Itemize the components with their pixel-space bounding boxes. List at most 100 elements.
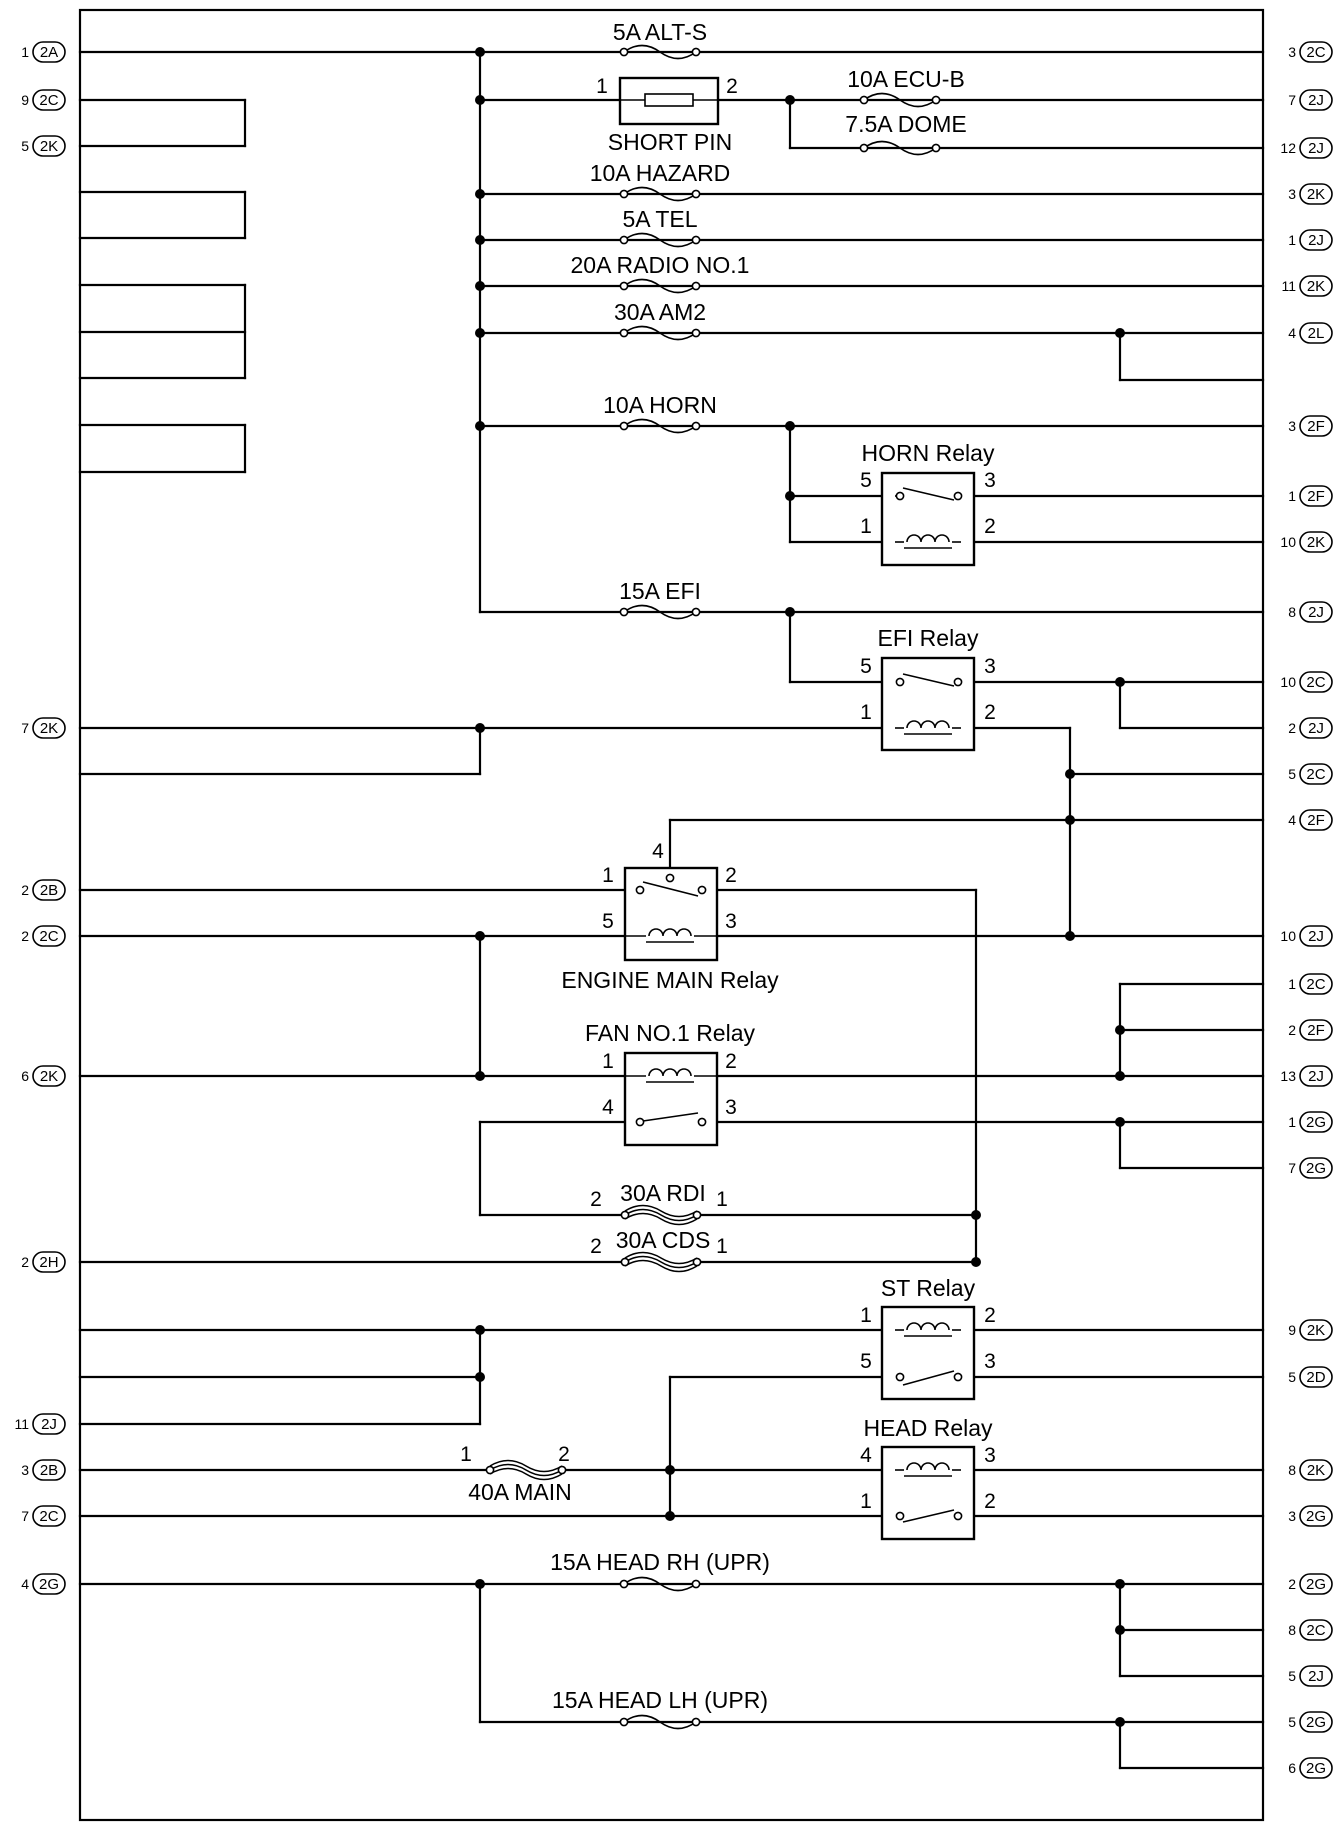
connector-pin-number: 3 — [1288, 186, 1296, 202]
connector-code: 2K — [40, 1068, 58, 1085]
connector-badge — [1299, 973, 1333, 995]
connector-code: 2G — [1306, 1576, 1326, 1593]
connector-badge — [32, 1251, 66, 1273]
connector-pin-number: 1 — [1288, 1114, 1296, 1130]
st-relay-symbol — [880, 1305, 976, 1401]
pin-number: 2 — [984, 1490, 996, 1513]
efi-relay-label: EFI Relay — [878, 625, 979, 651]
connector-badge — [1299, 1366, 1333, 1388]
connector-badge — [1299, 1505, 1333, 1527]
connector-code: 2C — [1306, 44, 1325, 61]
fuse-cds-label: 30A CDS — [616, 1227, 711, 1253]
connector-pin-number: 5 — [21, 138, 29, 154]
connector-code: 2C — [39, 1508, 58, 1525]
connector-code: 2F — [1307, 1022, 1325, 1039]
connector-badge — [32, 89, 66, 111]
connector-code: 2J — [41, 1416, 57, 1433]
connector-badge — [1299, 415, 1333, 437]
connector-code: 2J — [1308, 604, 1324, 621]
connector-badge — [1299, 763, 1333, 785]
connector-pin-number: 5 — [1288, 766, 1296, 782]
pin-number: 2 — [726, 75, 738, 98]
pin-number: 4 — [860, 1444, 872, 1467]
connector-code: 2K — [1307, 186, 1325, 203]
connector-pin-number: 3 — [21, 1462, 29, 1478]
connector-badge — [1299, 1757, 1333, 1779]
connector-pin-number: 2 — [1288, 1576, 1296, 1592]
fuse-horn-label: 10A HORN — [603, 392, 717, 418]
pin-number: 2 — [984, 1304, 996, 1327]
connector-badge — [1299, 1111, 1333, 1133]
connector-pin-number: 4 — [1288, 325, 1296, 341]
connector-pin-number: 10 — [1280, 928, 1296, 944]
fan-relay-label: FAN NO.1 Relay — [585, 1020, 755, 1046]
connector-badge — [32, 1459, 66, 1481]
connector-badge — [1299, 1319, 1333, 1341]
fuse-dome-label: 7.5A DOME — [845, 111, 966, 137]
pin-number: 1 — [596, 75, 608, 98]
connector-badge — [1299, 925, 1333, 947]
pin-number: 1 — [860, 1490, 872, 1513]
pin-number: 2 — [558, 1443, 570, 1466]
junction-dots — [475, 47, 1125, 1727]
connector-code: 2F — [1307, 418, 1325, 435]
connector-pin-number: 9 — [1288, 1322, 1296, 1338]
connector-pin-number: 6 — [1288, 1760, 1296, 1776]
connector-badge — [1299, 485, 1333, 507]
connector-pin-number: 13 — [1280, 1068, 1296, 1084]
connector-pin-number: 8 — [1288, 1462, 1296, 1478]
connector-pin-number: 5 — [1288, 1714, 1296, 1730]
connector-badge — [1299, 41, 1333, 63]
horn-relay-label: HORN Relay — [862, 440, 995, 466]
engine-main-relay-label: ENGINE MAIN Relay — [561, 967, 779, 993]
pin-number: 2 — [984, 701, 996, 724]
connector-code: 2L — [1308, 325, 1325, 342]
connector-code: 2J — [1308, 140, 1324, 157]
connector-pin-number: 7 — [1288, 1160, 1296, 1176]
connector-pin-number: 1 — [21, 44, 29, 60]
pin-number: 4 — [652, 840, 664, 863]
connector-code: 2C — [1306, 674, 1325, 691]
connector-badge — [1299, 1665, 1333, 1687]
connector-pin-number: 2 — [21, 928, 29, 944]
connector-badge — [1299, 1019, 1333, 1041]
right-connector-3: 3 2K — [1288, 183, 1333, 205]
pin-number: 1 — [860, 515, 872, 538]
connector-badge — [1299, 601, 1333, 623]
connector-badge — [32, 717, 66, 739]
connector-badge — [1299, 183, 1333, 205]
pin-number: 2 — [725, 864, 737, 887]
connector-code: 2H — [39, 1254, 58, 1271]
pin-number: 2 — [984, 515, 996, 538]
connector-code: 2G — [1306, 1114, 1326, 1131]
connector-pin-number: 12 — [1280, 140, 1296, 156]
connector-pin-number: 2 — [21, 1254, 29, 1270]
fuse-hazard-label: 10A HAZARD — [590, 160, 731, 186]
pin-number: 2 — [590, 1235, 602, 1258]
pin-number: 5 — [602, 910, 614, 933]
connector-pin-number: 2 — [21, 882, 29, 898]
horn-relay-symbol — [880, 471, 976, 567]
connector-pin-number: 8 — [1288, 604, 1296, 620]
fuse-main-label: 40A MAIN — [468, 1479, 572, 1505]
connector-code: 2J — [1308, 1668, 1324, 1685]
connector-badge — [1299, 1619, 1333, 1641]
connector-badge — [1299, 1459, 1333, 1481]
pin-number: 2 — [725, 1050, 737, 1073]
